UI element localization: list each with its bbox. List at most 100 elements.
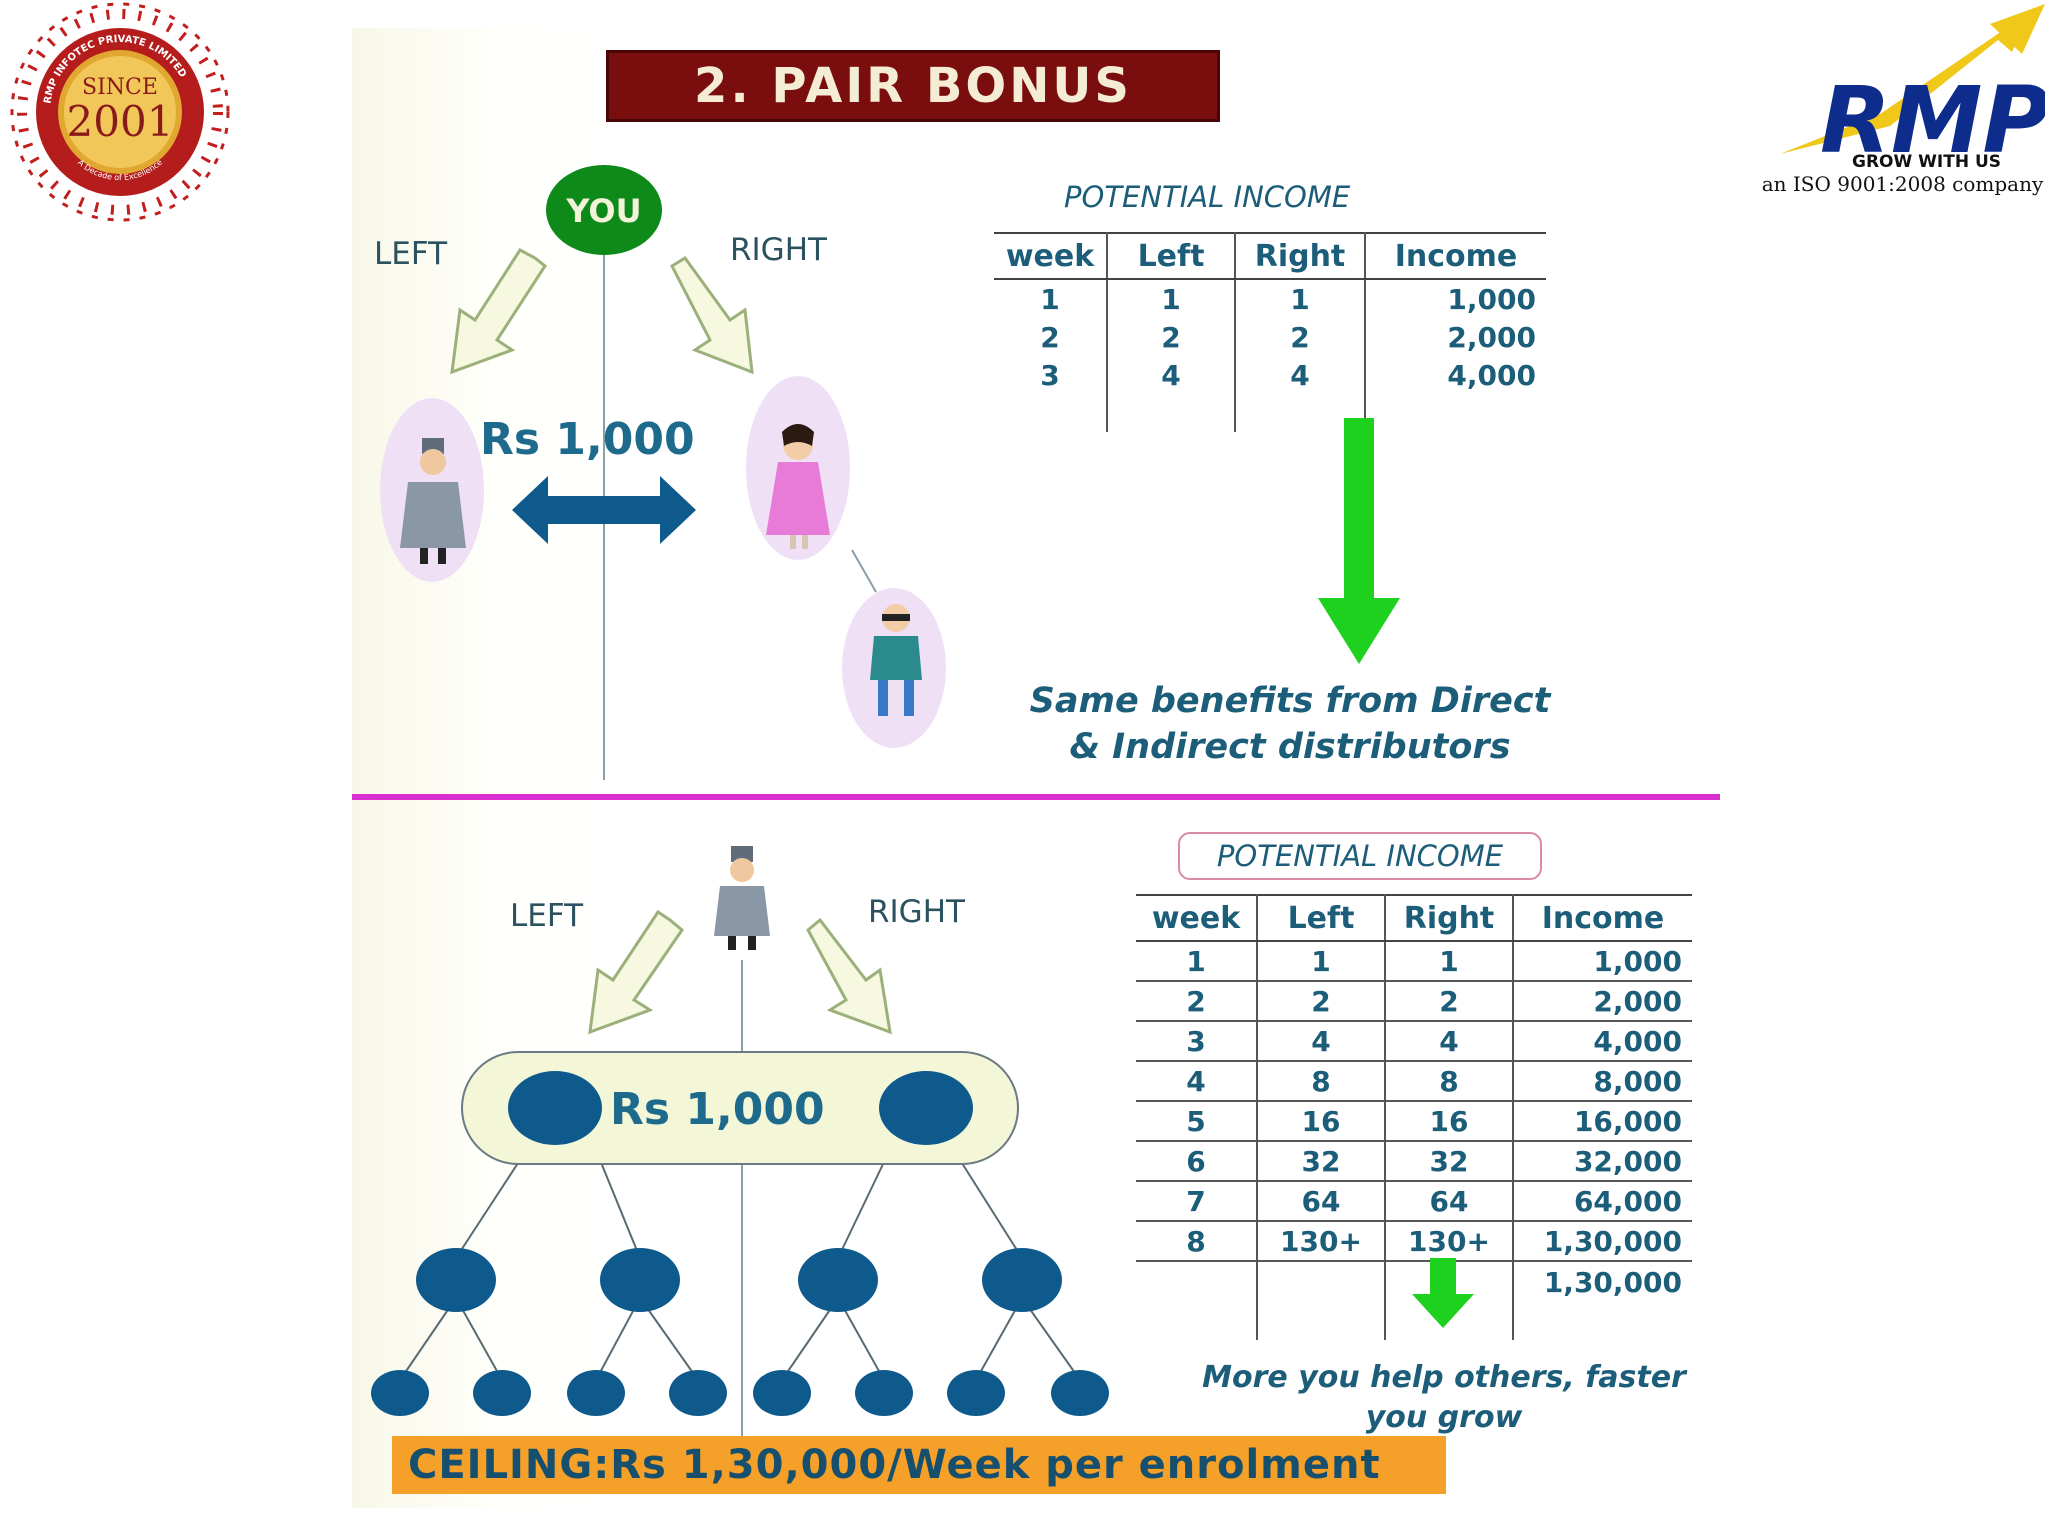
cell-right: 16 [1384,1101,1513,1142]
tree-node [416,1248,496,1312]
cell-income: 4,000 [1512,1021,1692,1062]
cell-left: 130+ [1256,1221,1385,1262]
bottom-right-label: RIGHT [868,894,965,930]
tree-node [371,1370,429,1416]
tree-node [600,1248,680,1312]
cell-income: 64,000 [1512,1181,1692,1222]
ceiling-banner: CEILING:Rs 1,30,000/Week per enrolment [392,1436,1446,1494]
bottom-grow-note: More you help others, faster you grow [1184,1358,1704,1438]
cell-left: 8 [1256,1061,1385,1102]
cell-right: 1 [1234,279,1365,318]
section-divider [352,794,1720,800]
tree-node [567,1370,625,1416]
col-header-left: Left [1256,895,1385,942]
tree-node [1051,1370,1109,1416]
top-note-line-1: Same benefits from Direct [1029,681,1551,721]
cell-left: 4 [1106,356,1235,394]
cell-left: 16 [1256,1101,1385,1142]
top-distributor-avatar [714,846,770,950]
tree-node [753,1370,811,1416]
bottom-left-label: LEFT [510,898,584,934]
cell-left: 32 [1256,1141,1385,1182]
cell-left: 1 [1256,941,1385,982]
top-benefit-note: Same benefits from Direct & Indirect dis… [1000,678,1580,770]
cell-right: 64 [1384,1181,1513,1222]
top-right-label: RIGHT [730,232,827,268]
cell-week: 3 [1136,1021,1257,1062]
col-header-right: Right [1234,233,1365,280]
left-down-arrow [450,248,547,375]
company-seal-logo: SINCE 2001 RMP INFOTEC PRIVATE LIMITED A… [0,0,240,225]
indirect-link-line [851,549,877,593]
slide-title: 2. PAIR BONUS [606,50,1220,122]
seal-since-text: SINCE [82,75,158,100]
top-left-label: LEFT [374,236,448,272]
bottom-left-down-arrow [588,909,685,1035]
col-header-week: week [994,233,1107,280]
cell-right: 32 [1384,1141,1513,1182]
cell-left: 2 [1256,981,1385,1022]
cell-left: 2 [1106,318,1235,356]
cell-left: 64 [1256,1181,1385,1222]
table-row: 1,30,000 [1136,1261,1692,1302]
bottom-green-down-arrow [1412,1258,1474,1328]
cell-right: 4 [1384,1021,1513,1062]
top-binary-diagram: YOU [380,165,946,780]
cell-right: 8 [1384,1061,1513,1102]
rmp-wordmark: RMP [1820,67,2045,164]
cell-right: 1 [1384,941,1513,982]
level1-left-node [508,1071,602,1145]
bottom-binary-tree-diagram [371,846,1109,1436]
cell-week: 3 [1040,358,1060,392]
left-distributor-avatar [380,398,484,582]
col-header-income: Income [1512,895,1692,942]
bottom-pair-amount: Rs 1,000 [610,1084,825,1135]
cell-income: 8,000 [1512,1061,1692,1102]
tree-connector-lines [399,1159,1081,1381]
top-note-line-2: & Indirect distributors [1069,727,1511,767]
cell-income: 4,000 [1364,356,1546,394]
right-distributor-avatar [746,376,850,560]
tree-node [669,1370,727,1416]
col-header-income: Income [1364,233,1546,280]
cell-income: 1,000 [1364,279,1546,318]
seal-year-text: 2001 [67,97,174,146]
cell-income: 16,000 [1512,1101,1692,1142]
level2-nodes [416,1248,1062,1312]
cell-right: 2 [1234,318,1365,356]
cell-week: 1 [1136,941,1257,982]
cell-income: 32,000 [1512,1141,1692,1182]
indirect-distributor-avatar [842,588,946,748]
top-green-down-arrow [1318,418,1400,664]
tree-node [855,1370,913,1416]
bottom-table-title: POTENTIAL INCOME [1178,832,1542,880]
cell-week: 8 [1136,1221,1257,1262]
cell-right: 4 [1234,356,1365,394]
cell-income: 1,000 [1512,941,1692,982]
cell-week: 5 [1136,1101,1257,1142]
bottom-note-line-1: More you help others, faster [1202,1360,1686,1395]
tree-node [473,1370,531,1416]
level3-nodes [371,1370,1109,1416]
col-header-right: Right [1384,895,1513,942]
you-node [546,165,662,255]
cell-income: 1,30,000 [1512,1221,1692,1262]
pair-group-capsule [461,1051,1019,1165]
you-label: YOU [565,192,641,230]
cell-week: 1 [1040,282,1060,316]
col-header-left: Left [1106,233,1235,280]
cell-left: 1 [1106,279,1235,318]
level1-right-node [879,1071,973,1145]
cell-week: 2 [1040,320,1060,354]
